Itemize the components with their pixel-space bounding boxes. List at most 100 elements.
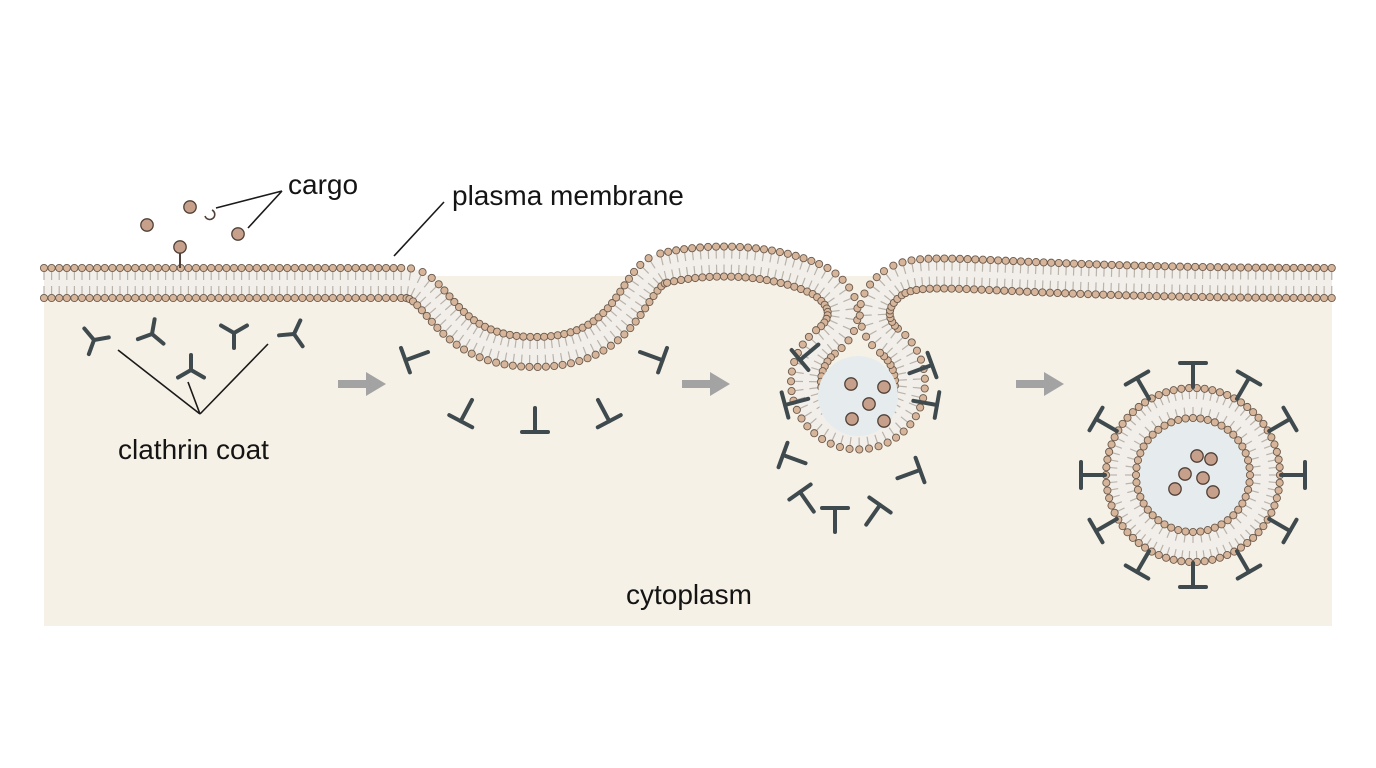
- lipid-tail: [881, 342, 888, 350]
- lipid-head: [526, 332, 535, 341]
- triskelion-icon: [277, 332, 296, 338]
- lipid-head: [305, 293, 315, 303]
- lipid-head: [907, 256, 916, 265]
- lipid-head: [799, 254, 808, 263]
- lipid-head: [918, 285, 927, 294]
- lipid-head: [994, 256, 1003, 265]
- lipid-head: [1167, 292, 1176, 301]
- lipid-head: [77, 293, 87, 303]
- lipid-tail: [657, 273, 664, 281]
- lipid-head: [620, 330, 629, 339]
- lipid-head: [954, 284, 964, 293]
- lipid-head: [1245, 463, 1254, 472]
- lipid-tail: [838, 332, 846, 339]
- lipid-head: [1259, 419, 1268, 428]
- triskelion-icon: [638, 350, 665, 363]
- lipid-head: [971, 255, 980, 264]
- lipid-tail: [809, 387, 818, 390]
- lipid-head: [455, 303, 464, 312]
- lipid-head: [629, 267, 639, 276]
- lipid-head: [1138, 261, 1147, 270]
- lipid-head: [704, 242, 713, 251]
- lipid-head: [688, 244, 697, 253]
- triskelion-icon: [911, 398, 940, 408]
- lipid-tail: [886, 347, 894, 354]
- lipid-tail: [575, 349, 579, 358]
- lipid-head: [849, 326, 858, 336]
- lipid-head: [85, 263, 94, 273]
- lipid-head: [850, 292, 859, 302]
- lipid-tail: [900, 416, 908, 423]
- lipid-head: [260, 263, 269, 273]
- lipid-head: [1174, 415, 1183, 424]
- step-arrows: [338, 372, 1064, 396]
- lipid-head: [517, 362, 526, 371]
- lipid-head: [1282, 263, 1291, 272]
- lipid-head: [191, 263, 201, 273]
- lipid-tail: [752, 266, 755, 275]
- lipid-head: [1134, 538, 1143, 548]
- lipid-head: [459, 345, 469, 354]
- lipid-tail: [416, 275, 422, 284]
- lipid-head: [1009, 257, 1018, 266]
- lipid-head: [1267, 508, 1276, 517]
- lipid-head: [698, 273, 707, 282]
- lipid-tail: [912, 386, 921, 389]
- lipid-tail: [794, 275, 799, 284]
- lipid-head: [1167, 418, 1176, 427]
- lipid-head: [366, 263, 375, 273]
- lipid-head: [374, 263, 383, 273]
- lipid-tail: [881, 323, 889, 329]
- lipid-tail: [817, 354, 825, 360]
- lipid-head: [153, 263, 163, 273]
- lipid-head: [1244, 485, 1253, 494]
- lipid-head: [1175, 262, 1185, 271]
- lipid-head: [631, 317, 640, 326]
- lipid-tail: [810, 393, 819, 397]
- lipid-tail: [866, 436, 869, 445]
- lipid-head: [1289, 293, 1298, 302]
- lipid-head: [427, 317, 436, 326]
- clathrin-triskelion: [895, 455, 927, 485]
- triskelion-icon: [92, 335, 111, 342]
- lipid-head: [916, 403, 925, 412]
- triskelion-icon: [292, 318, 303, 336]
- lipid-head: [359, 263, 368, 273]
- lipid-head: [260, 293, 269, 303]
- triskelion-icon: [1123, 369, 1151, 387]
- lipid-head: [1129, 291, 1138, 300]
- lipid-tail: [911, 394, 920, 398]
- lipid-head: [1183, 262, 1192, 271]
- lipid-tail: [821, 271, 826, 279]
- clathrin-triskelion: [1178, 561, 1208, 589]
- lipid-tail: [439, 298, 447, 305]
- lipid-head: [191, 293, 201, 303]
- lipid-tail: [451, 329, 458, 337]
- lipid-head: [1223, 425, 1232, 434]
- cargo-molecule: [173, 240, 187, 254]
- cargo-molecule: [845, 412, 859, 426]
- lipid-head: [866, 280, 875, 289]
- lipid-head: [1092, 260, 1101, 269]
- lipid-head: [1153, 262, 1162, 271]
- lipid-head: [1145, 261, 1154, 270]
- lipid-head: [381, 263, 391, 273]
- lipid-tail: [419, 296, 427, 303]
- lipid-tail: [880, 300, 889, 306]
- lipid-head: [343, 293, 353, 303]
- triskelion-icon: [1235, 563, 1263, 581]
- triskelion-icon: [1235, 549, 1251, 574]
- lipid-tail: [589, 343, 595, 352]
- lipid-tail: [485, 332, 490, 341]
- lipid-tail: [603, 335, 610, 343]
- lipid-head: [940, 254, 949, 263]
- lipid-head: [1177, 557, 1186, 566]
- lipid-head: [1236, 293, 1245, 302]
- lipid-head: [413, 301, 422, 310]
- lipid-head: [313, 293, 322, 303]
- lipid-head: [298, 263, 307, 273]
- lipid-head: [962, 285, 971, 294]
- lipid-tail: [639, 294, 647, 301]
- triskelion-icon: [1281, 517, 1299, 545]
- lipid-head: [1327, 293, 1336, 303]
